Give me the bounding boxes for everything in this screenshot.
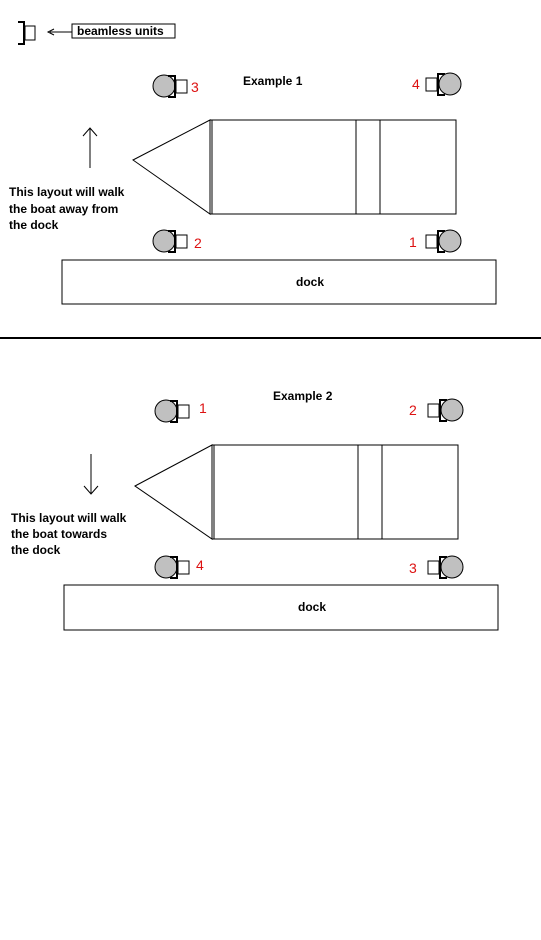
description-line: This layout will walk xyxy=(11,511,127,525)
dock-label: dock xyxy=(298,600,326,614)
unit-number: 1 xyxy=(199,400,207,416)
unit-top-left: 3 xyxy=(152,74,199,98)
bracket-unit-icon xyxy=(18,21,36,45)
unit-top-right: 2 xyxy=(409,398,464,422)
dock-label: dock xyxy=(296,275,324,289)
example-1: Example 1 3 4 This layout will walk the … xyxy=(9,72,497,305)
legend: beamless units xyxy=(18,21,176,45)
unit-number: 3 xyxy=(191,79,199,95)
legend-label: beamless units xyxy=(77,24,164,38)
unit-bottom-left: 4 xyxy=(154,555,204,579)
legend-box xyxy=(71,23,176,39)
unit-number: 2 xyxy=(194,235,202,251)
unit-bottom-right: 1 xyxy=(409,229,462,253)
unit-number: 3 xyxy=(409,560,417,576)
unit-number: 1 xyxy=(409,234,417,250)
example-2: Example 2 1 2 This layout will walk the … xyxy=(11,389,499,631)
description-line: the dock xyxy=(9,218,59,232)
unit-bottom-left: 2 xyxy=(152,229,202,253)
description-line: This layout will walk xyxy=(9,185,125,199)
example-title: Example 1 xyxy=(243,74,303,88)
boat xyxy=(132,119,457,215)
unit-number: 4 xyxy=(412,76,420,92)
description-line: the boat away from xyxy=(9,202,118,216)
unit-number: 4 xyxy=(196,557,204,573)
boat xyxy=(134,444,459,540)
unit-top-left: 1 xyxy=(154,399,207,423)
dock: dock xyxy=(61,259,497,305)
example-title: Example 2 xyxy=(273,389,333,403)
unit-number: 2 xyxy=(409,402,417,418)
unit-top-right: 4 xyxy=(412,72,462,96)
unit-bottom-right: 3 xyxy=(409,555,464,579)
arrow-down-icon xyxy=(83,454,99,495)
arrow-up-icon xyxy=(82,127,98,168)
description-line: the boat towards xyxy=(11,527,107,541)
description-line: the dock xyxy=(11,543,61,557)
dock: dock xyxy=(63,584,499,631)
arrow-left-icon xyxy=(46,28,72,36)
